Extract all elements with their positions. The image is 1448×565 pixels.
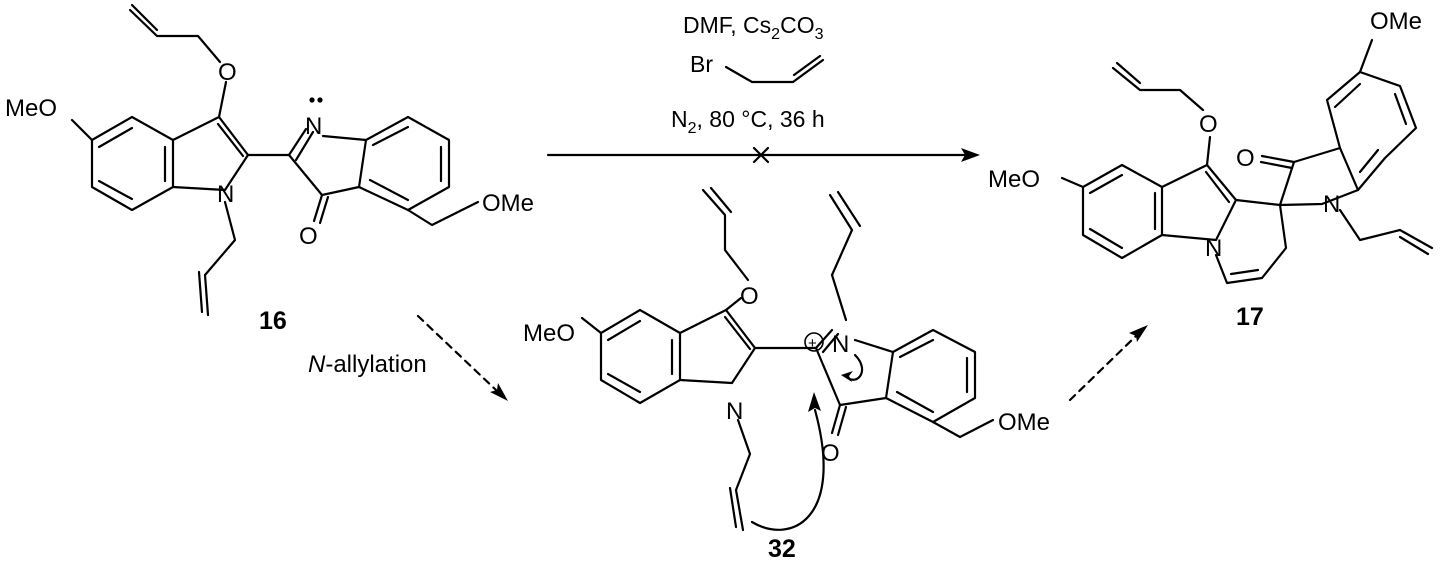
o-label-32-ether: O [740, 283, 759, 310]
n-label-17-ring: N [1205, 235, 1222, 262]
ome-label-17: OMe [1370, 8, 1422, 35]
n-label-16-imine: N [305, 113, 322, 140]
meo-label-32: MeO [523, 320, 575, 347]
compound-16-label: 16 [259, 307, 287, 335]
o-label-16-ether: O [218, 59, 237, 86]
compound-17-label: 17 [1236, 303, 1264, 331]
meo-label-16: MeO [5, 95, 57, 122]
o-label-17-carbonyl: O [1236, 145, 1255, 172]
n-label-16-indole: N [217, 181, 234, 208]
reaction-arrow [546, 146, 980, 164]
ome-label-32: OMe [998, 409, 1050, 436]
positive-charge-symbol: + [808, 335, 817, 352]
n-label-17-amine: N [1323, 191, 1340, 218]
dashed-arrow-to-32 [416, 314, 508, 401]
compound-32-label: 32 [768, 535, 796, 563]
ome-label-16: OMe [482, 190, 534, 217]
step-label-n-allylation: N-allylation [308, 351, 427, 378]
bromine-label: Br [690, 51, 713, 77]
o-label-32-carbonyl: O [821, 440, 840, 467]
conditions-line-3: N2, 80 °C, 36 h [671, 106, 825, 137]
intermediate-32-structure [580, 186, 995, 532]
n-label-32-iminium: N [832, 331, 849, 358]
o-label-16-carbonyl: O [299, 223, 318, 250]
compound-17-structure [1060, 38, 1434, 285]
dashed-arrow-to-17 [1068, 325, 1148, 402]
conditions-line-1: DMF, Cs2CO3 [683, 12, 824, 43]
meo-label-17: MeO [988, 166, 1040, 193]
n-label-32-indole: N [726, 398, 743, 425]
allyl-bromide-structure [724, 54, 825, 84]
o-label-17-ether: O [1199, 111, 1218, 138]
compound-16-structure [70, 3, 480, 317]
